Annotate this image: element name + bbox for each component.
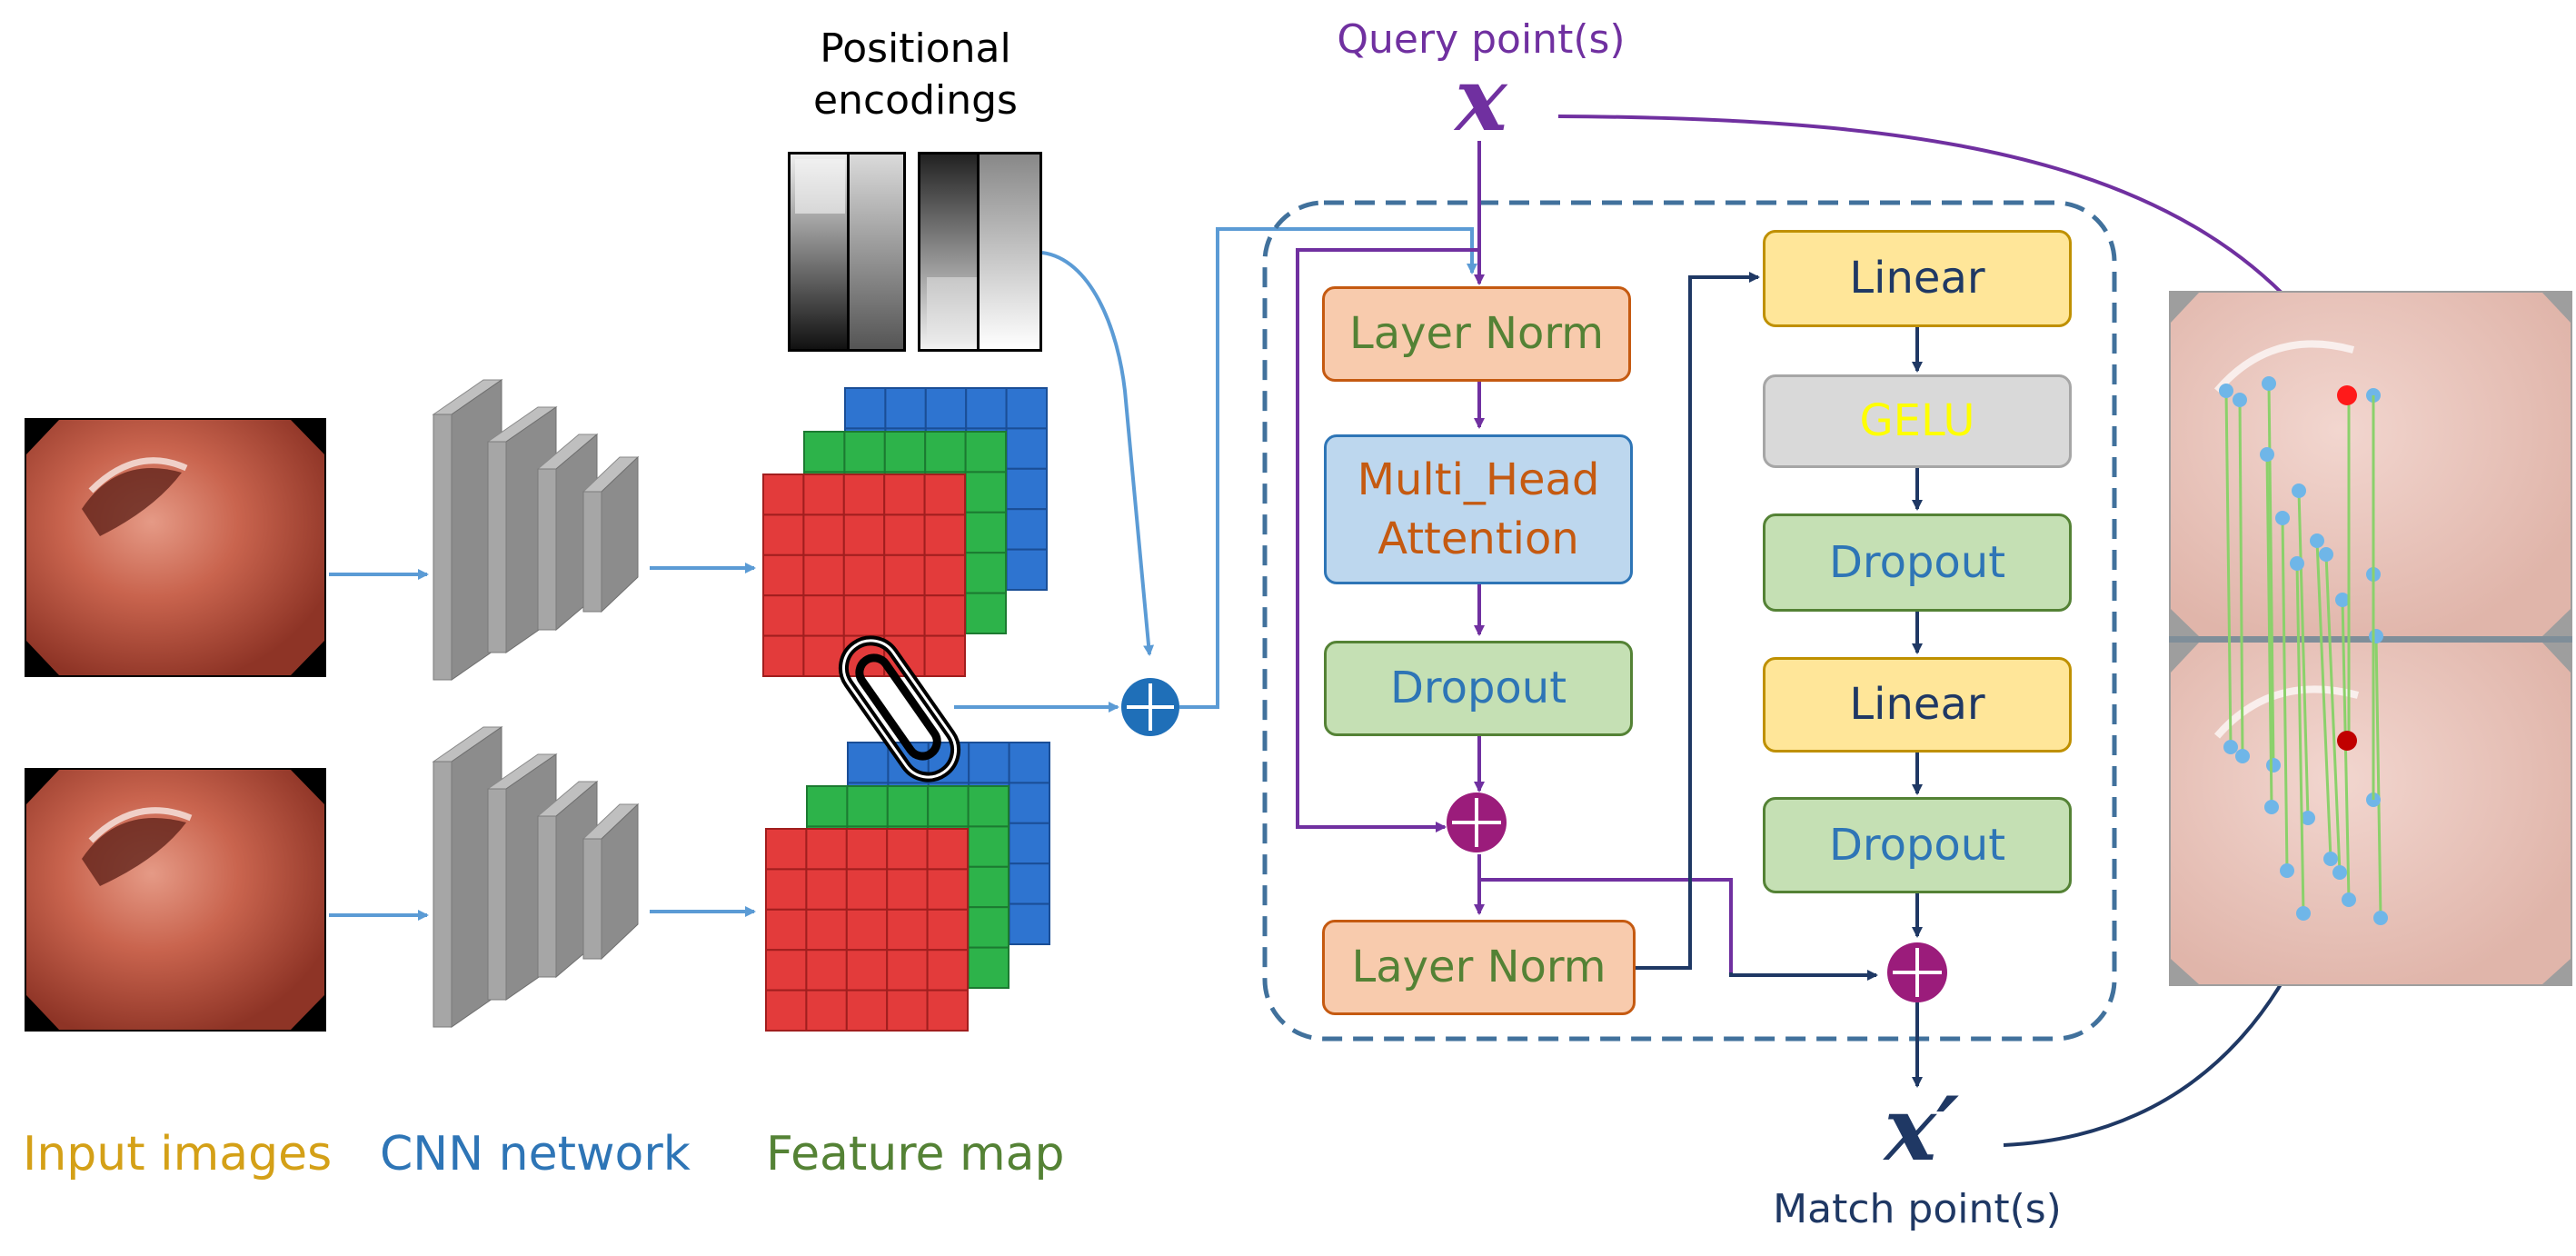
keypoint-dot — [2301, 811, 2315, 825]
layer-norm-block-1: Layer Norm — [1322, 286, 1631, 382]
match-line — [2324, 553, 2342, 873]
layer-norm-block-2: Layer Norm — [1322, 920, 1636, 1015]
query-symbol: x — [1455, 48, 1507, 151]
concatenate-paperclip-icon — [838, 635, 961, 783]
keypoint-dot — [2373, 911, 2388, 925]
keypoint-dot — [2292, 483, 2306, 498]
keypoint-dot — [2310, 533, 2324, 548]
match-line — [2297, 490, 2310, 819]
output-matches-image — [2169, 291, 2572, 986]
cnn-network-label: CNN network — [380, 1127, 691, 1181]
dropout-block-2: Dropout — [1763, 513, 2072, 612]
match-line — [2265, 454, 2273, 808]
multi-head-attention-block: Multi_Head Attention — [1324, 434, 1633, 584]
dropout-block-1: Dropout — [1324, 641, 1633, 736]
feature-map-bottom — [765, 742, 1050, 1032]
input-image-top — [25, 418, 326, 677]
keypoint-dot — [2233, 393, 2247, 407]
positional-encodings-label: Positional encodings — [813, 25, 1018, 125]
add-residual-node-1 — [1447, 792, 1507, 852]
transformer-block-outline — [1262, 200, 2117, 1042]
input-images-label: Input images — [23, 1127, 333, 1181]
positional-encoding-map-1 — [788, 152, 906, 352]
add-encoding-node — [1121, 678, 1179, 736]
feature-map-top — [762, 387, 1048, 677]
cnn-network-bottom — [432, 726, 640, 1028]
match-line — [2224, 390, 2233, 748]
keypoint-dot — [2290, 556, 2304, 571]
cnn-layer-4 — [582, 455, 640, 613]
cnn-layer-2 — [486, 406, 558, 653]
arrow-add-to-transformer — [1179, 227, 1477, 709]
linear-block-1: Linear — [1763, 230, 2072, 327]
skip-connection-ffn — [1479, 878, 1733, 972]
arrow-encodings-to-add — [1041, 251, 1155, 656]
match-line — [2295, 563, 2305, 914]
keypoint-dot — [2369, 629, 2383, 643]
keypoint-dot — [2219, 384, 2233, 398]
keypoint-dot — [2332, 865, 2347, 880]
cnn-network-top — [432, 379, 640, 681]
keypoint-dot — [2280, 863, 2294, 878]
keypoint-dot — [2342, 892, 2356, 907]
gelu-block: GELU — [1763, 374, 2072, 468]
keypoint-dot — [2235, 749, 2250, 763]
keypoint-dot — [2296, 906, 2311, 921]
match-symbol: x′ — [1884, 1078, 1960, 1181]
cnn-layer-4 — [582, 802, 640, 961]
keypoint-dot — [2335, 593, 2350, 607]
arrow-layernorm2-to-linear — [1636, 272, 1760, 970]
linear-block-2: Linear — [1763, 657, 2072, 753]
input-image-bottom — [25, 768, 326, 1032]
positional-encoding-map-2 — [918, 152, 1042, 352]
keypoint-dot — [2275, 511, 2290, 525]
feature-map-label: Feature map — [766, 1127, 1065, 1181]
match-line — [2238, 399, 2244, 757]
keypoint-dot — [2264, 800, 2279, 814]
dropout-block-3: Dropout — [1763, 797, 2072, 893]
keypoint-dot — [2262, 376, 2276, 391]
keypoint-dot — [2260, 447, 2274, 462]
match-point-marker — [2337, 731, 2357, 751]
keypoint-dot — [2266, 758, 2281, 773]
keypoint-dot — [2319, 547, 2333, 562]
keypoint-dot — [2223, 740, 2238, 754]
match-line — [2374, 635, 2382, 919]
match-line — [2281, 517, 2289, 872]
query-points-label: Query point(s) — [1337, 16, 1626, 63]
skip-connection-attention — [1296, 248, 1479, 832]
keypoint-dot — [2323, 852, 2338, 866]
query-point-marker — [2337, 385, 2357, 405]
match-points-label: Match point(s) — [1773, 1186, 2062, 1232]
match-line — [2315, 540, 2332, 860]
add-residual-node-2 — [1887, 942, 1947, 1002]
match-line — [2267, 383, 2275, 766]
